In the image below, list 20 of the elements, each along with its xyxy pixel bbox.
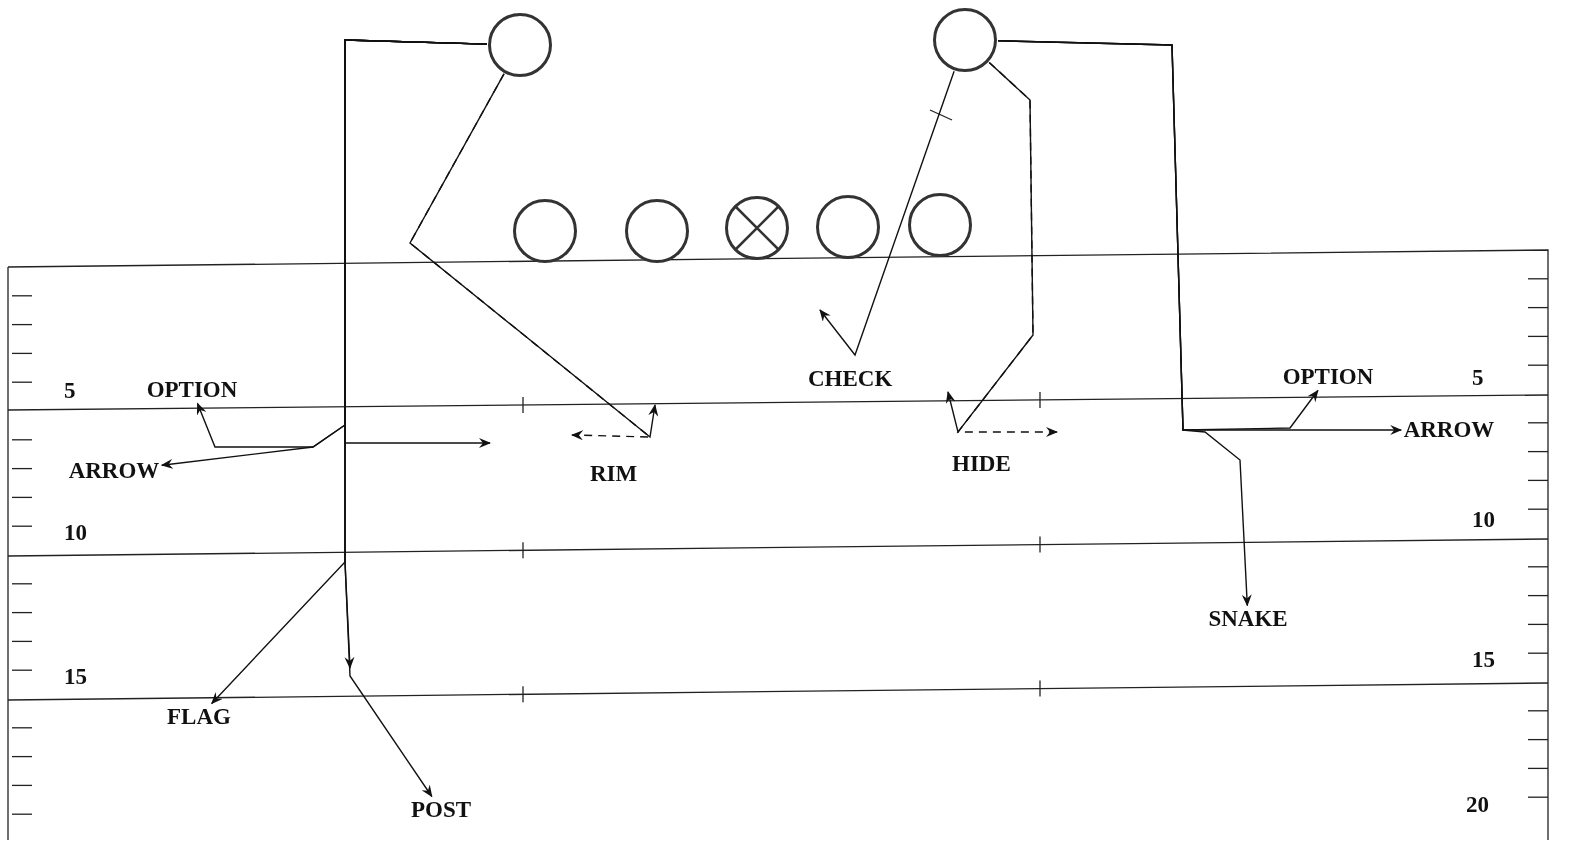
yard-number: 5 — [64, 378, 76, 404]
yard-number: 15 — [1472, 647, 1495, 673]
route-name: ARROW — [1403, 417, 1495, 443]
route-name: HIDE — [952, 451, 1011, 477]
yard-number: 20 — [1466, 792, 1489, 818]
yard-number: 15 — [64, 664, 87, 690]
yard-number: 10 — [64, 520, 87, 546]
route-name: SNAKE — [1200, 606, 1296, 632]
route-arrow — [956, 61, 1058, 437]
route-name: RIM — [590, 461, 638, 487]
route-name: FLAG — [166, 704, 232, 730]
route-name: POST — [410, 797, 472, 823]
yard-number: 10 — [1472, 507, 1495, 533]
route-arrow — [819, 70, 955, 357]
route-name: CHECK — [808, 366, 893, 392]
route-name: OPTION — [1282, 364, 1374, 390]
route-name: ARROW — [68, 458, 160, 484]
route-arrow — [997, 40, 1252, 607]
route-name: OPTION — [146, 377, 238, 403]
yard-number: 5 — [1472, 365, 1484, 391]
